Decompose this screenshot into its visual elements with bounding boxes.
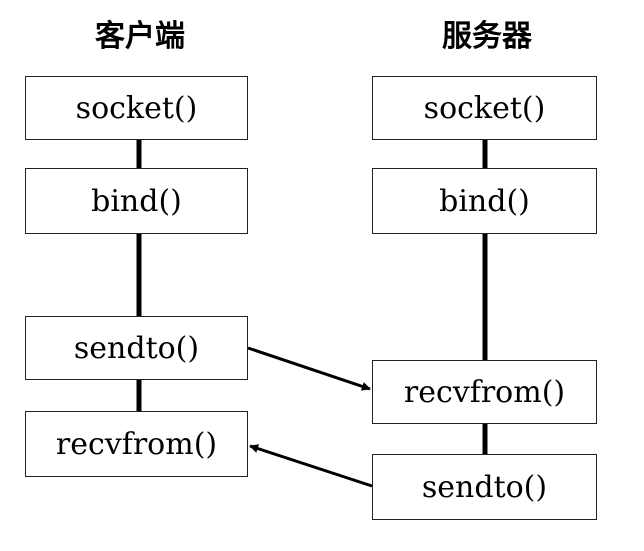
server-socket-box: socket()	[372, 76, 597, 140]
client-recvfrom-box: recvfrom()	[25, 411, 248, 477]
client-sendto-box: sendto()	[25, 316, 248, 380]
server-header: 服务器	[442, 19, 532, 54]
arrow-client-sendto-to-server-recvfrom	[247, 346, 371, 391]
client-header: 客户端	[95, 19, 185, 54]
server-recvfrom-box: recvfrom()	[372, 360, 597, 424]
client-socket-box: socket()	[25, 76, 248, 140]
arrow-server-sendto-to-client-recvfrom	[249, 444, 373, 488]
server-sendto-box: sendto()	[372, 454, 597, 520]
server-bind-box: bind()	[372, 168, 597, 234]
client-bind-box: bind()	[25, 168, 248, 234]
